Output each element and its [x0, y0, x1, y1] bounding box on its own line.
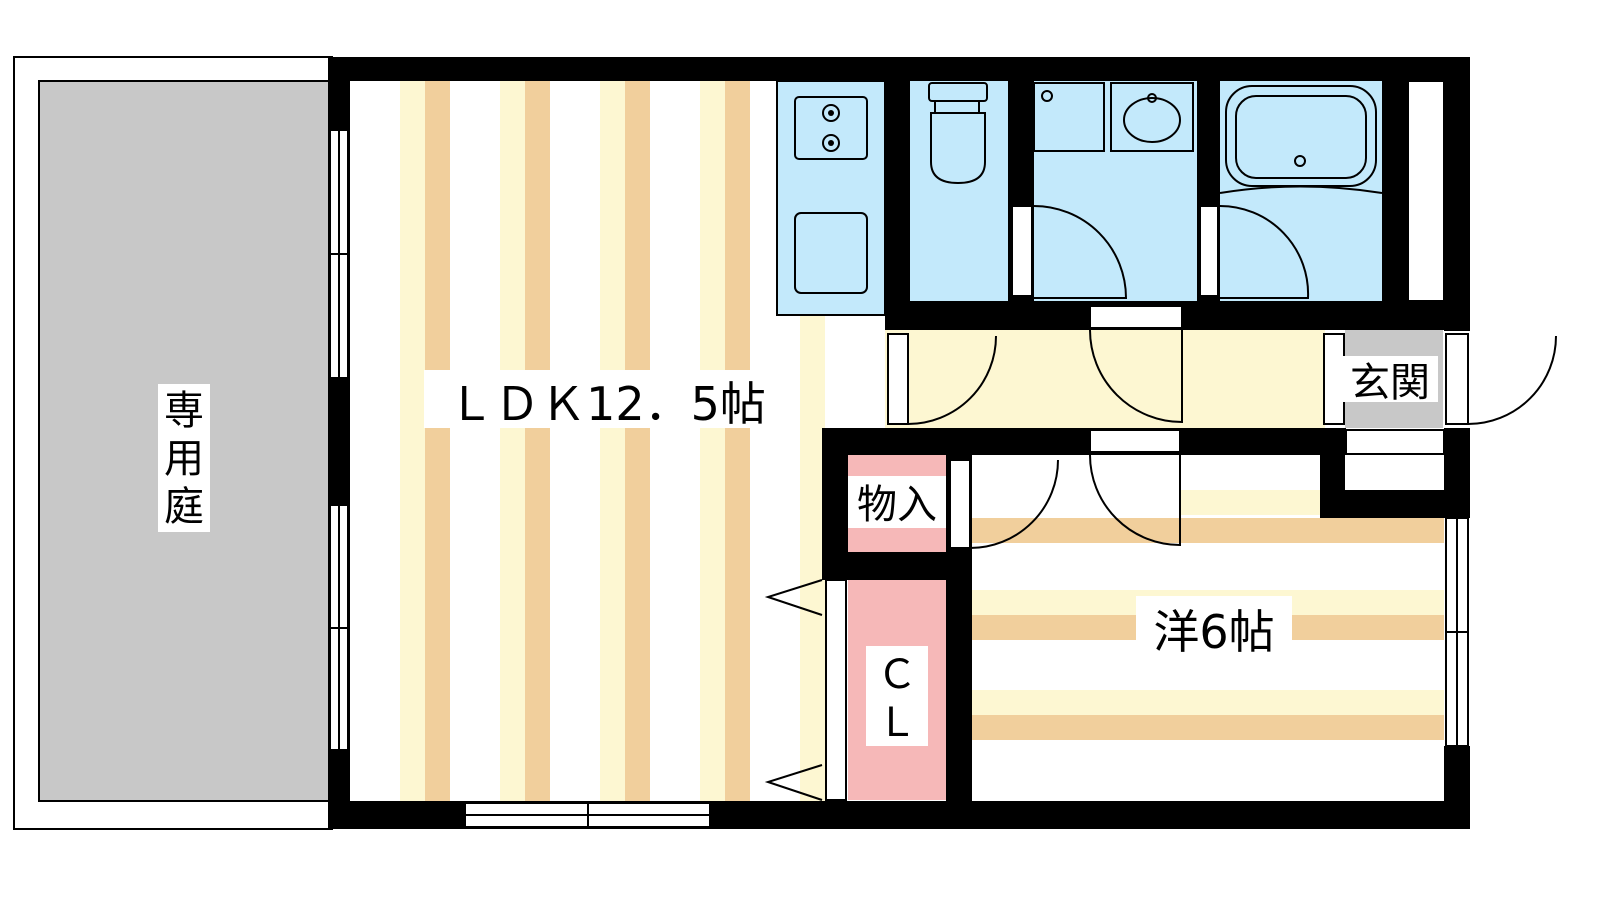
western-room-label-group: 洋6帖 — [1136, 596, 1292, 659]
garden-label-line3: 庭 — [164, 484, 204, 530]
entrance-label: 玄関 — [1350, 360, 1430, 406]
ldk-label-group: ＬＤＫ12．5帖 — [424, 370, 790, 431]
storage-label: 物入 — [857, 482, 937, 528]
door-swings — [764, 204, 1557, 801]
toilet-icon — [928, 82, 988, 185]
garden-label-line1: 専 — [164, 388, 204, 434]
garden-area — [13, 56, 333, 830]
sink-icon — [794, 212, 868, 294]
storage-label-group: 物入 — [848, 476, 946, 528]
western-room-label: 洋6帖 — [1153, 605, 1274, 659]
bathroom — [1219, 81, 1383, 301]
washroom — [1033, 81, 1197, 301]
ldk-floor — [350, 81, 825, 803]
kitchen-counter — [776, 80, 886, 316]
toilet-room — [910, 81, 1008, 301]
garden-label-line2: 用 — [164, 436, 204, 482]
ldk-label: ＬＤＫ12．5帖 — [448, 377, 766, 431]
window-marks — [330, 130, 1468, 827]
garden-label: 専 用 庭 — [158, 384, 210, 532]
bathtub-icon — [1219, 85, 1383, 194]
closet-label-line2: Ｌ — [877, 700, 917, 746]
entrance-label-group: 玄関 — [1342, 356, 1438, 406]
closet-label-line1: Ｃ — [877, 652, 917, 698]
closet-label-group: Ｃ Ｌ — [866, 646, 928, 746]
stove-icon — [794, 96, 868, 160]
washbasin-icon — [1110, 82, 1194, 152]
